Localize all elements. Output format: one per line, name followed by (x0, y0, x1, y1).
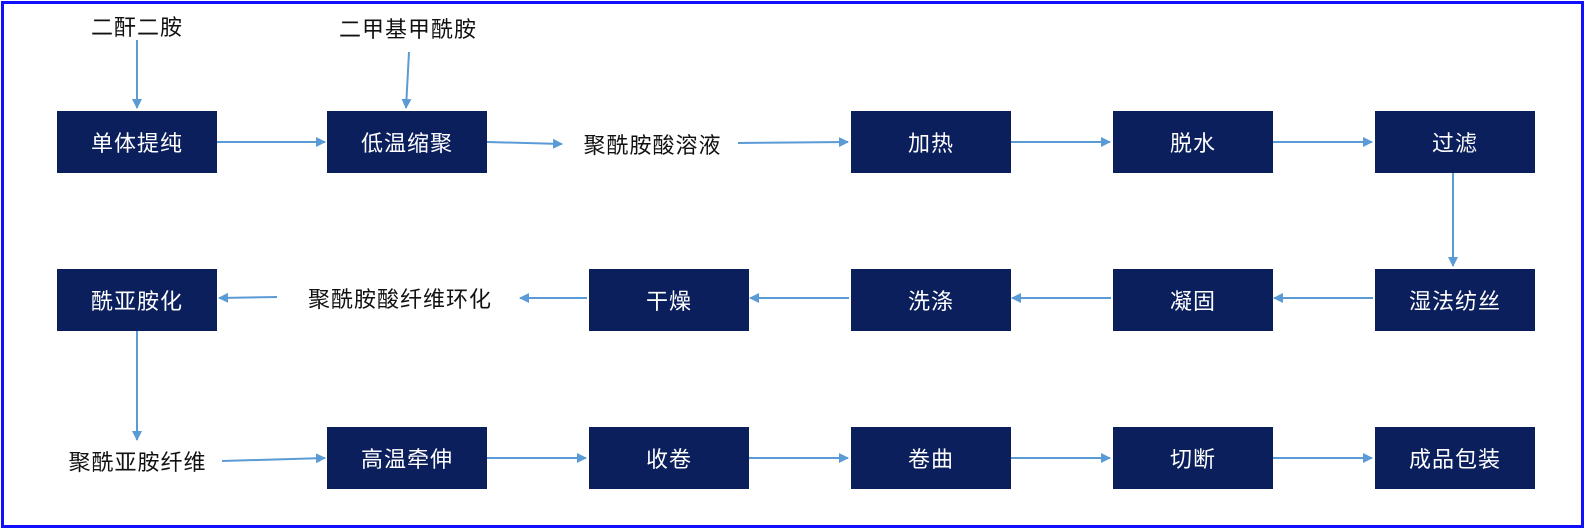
step-wet-spinning: 湿法纺丝 (1375, 269, 1535, 331)
step-monomer-purification: 单体提纯 (57, 111, 217, 173)
step-winding: 收卷 (589, 427, 749, 489)
intermediate-paa-fiber-cyclization: 聚酰胺酸纤维环化 (307, 288, 492, 313)
arrow-pi-fiber-to-hot-drawing (221, 453, 326, 464)
step-filtration: 过滤 (1375, 111, 1535, 173)
input-dianhydride-diamine: 二酐二胺 (90, 16, 183, 41)
arrow-cyclization-to-imidization (218, 292, 278, 303)
step-dehydration: 脱水 (1113, 111, 1273, 173)
step-drying: 干燥 (589, 269, 749, 331)
arrow-polycondensation-to-paa-solution (486, 138, 563, 149)
step-hot-drawing: 高温牵伸 (327, 427, 487, 489)
step-heating: 加热 (851, 111, 1011, 173)
step-cutting: 切断 (1113, 427, 1273, 489)
step-crimping: 卷曲 (851, 427, 1011, 489)
product-polyimide-fiber: 聚酰亚胺纤维 (68, 451, 207, 476)
arrow-paa-solution-to-heating (737, 137, 849, 148)
intermediate-paa-solution: 聚酰胺酸溶液 (583, 134, 722, 159)
arrow-dmf-to-polycondensation (401, 51, 412, 109)
step-coagulation: 凝固 (1113, 269, 1273, 331)
step-low-temp-polycondensation: 低温缩聚 (327, 111, 487, 173)
step-packaging: 成品包装 (1375, 427, 1535, 489)
input-dmf: 二甲基甲酰胺 (338, 18, 477, 43)
step-washing: 洗涤 (851, 269, 1011, 331)
step-imidization: 酰亚胺化 (57, 269, 217, 331)
